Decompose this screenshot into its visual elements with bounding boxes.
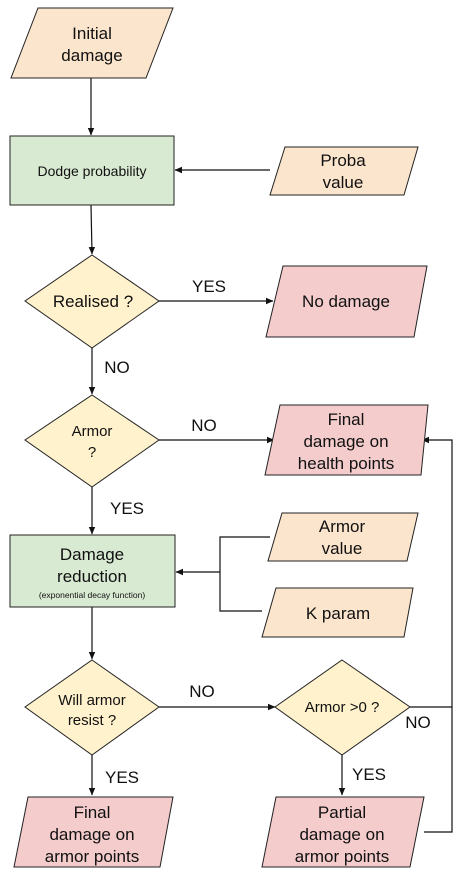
node-label-line: value	[323, 173, 364, 192]
edge-labels: YES NO NO YES NO YES NO YES	[104, 277, 431, 787]
node-realised[interactable]: Realised ?	[24, 254, 160, 349]
node-label-line: damage on	[303, 432, 388, 451]
edges	[87, 78, 453, 833]
node-label-line: damage on	[49, 825, 134, 844]
node-armor-check[interactable]: Armor ?	[24, 394, 160, 488]
node-label-line: Damage	[60, 545, 124, 564]
node-label-line: K param	[306, 604, 370, 623]
node-label-line: Proba	[320, 151, 366, 170]
node-partial-damage-armor[interactable]: Partial damage on armor points	[261, 796, 425, 868]
edge-label-realised-yes: YES	[192, 277, 226, 296]
node-will-armor-resist[interactable]: Will armor resist ?	[24, 659, 160, 756]
node-armor-value[interactable]: Armor value	[267, 512, 419, 562]
node-dodge-probability[interactable]: Dodge probability	[9, 135, 175, 206]
node-label-line: Armor >0 ?	[305, 699, 380, 716]
node-label-line: Realised ?	[53, 292, 133, 311]
edge-label-resist-no: NO	[189, 682, 215, 701]
node-label-line: resist ?	[68, 712, 116, 729]
node-note: (exponential decay function)	[39, 590, 145, 600]
edge-label-armor-positive-no: NO	[405, 713, 431, 732]
node-initial-damage[interactable]: Initial damage	[10, 7, 174, 79]
node-proba-value[interactable]: Proba value	[269, 146, 419, 196]
node-label-line: health points	[298, 454, 394, 473]
node-label-line: Final	[328, 410, 365, 429]
node-label-line: Initial	[72, 24, 112, 43]
node-label-line: value	[322, 539, 363, 558]
node-label-line: armor points	[45, 847, 139, 866]
node-label-line: Will armor	[58, 692, 126, 709]
node-no-damage[interactable]: No damage	[265, 265, 428, 338]
node-label-line: Dodge probability	[38, 163, 147, 179]
node-label-line: damage on	[299, 825, 384, 844]
edge-label-armor-positive-yes: YES	[352, 765, 386, 784]
node-final-damage-armor[interactable]: Final damage on armor points	[13, 796, 174, 868]
node-label-line: Armor	[72, 423, 113, 440]
edge-armor-value-connector	[219, 536, 270, 612]
node-label-line: reduction	[57, 567, 127, 586]
edge-armor-positive-no-loop	[410, 436, 453, 708]
edge-label-resist-yes: YES	[105, 768, 139, 787]
node-label-line: damage	[61, 46, 122, 65]
edge-dodge-to-realised	[88, 204, 96, 255]
node-label-line: armor points	[295, 847, 389, 866]
edge-label-armor-no: NO	[191, 416, 217, 435]
node-armor-positive[interactable]: Armor >0 ?	[274, 659, 411, 756]
node-label-line: Partial	[318, 803, 366, 822]
node-damage-reduction[interactable]: Damage reduction (exponential decay func…	[9, 534, 176, 608]
edge-label-armor-yes: YES	[110, 499, 144, 518]
node-label-line: Armor	[319, 517, 366, 536]
edge-partial-loop	[424, 707, 453, 833]
node-label-line: No damage	[302, 292, 390, 311]
node-label-line: ?	[88, 444, 96, 461]
node-final-damage-health[interactable]: Final damage on health points	[264, 404, 429, 476]
edge-label-realised-no: NO	[104, 358, 130, 377]
node-label-line: Final	[74, 803, 111, 822]
node-k-param[interactable]: K param	[261, 587, 414, 638]
